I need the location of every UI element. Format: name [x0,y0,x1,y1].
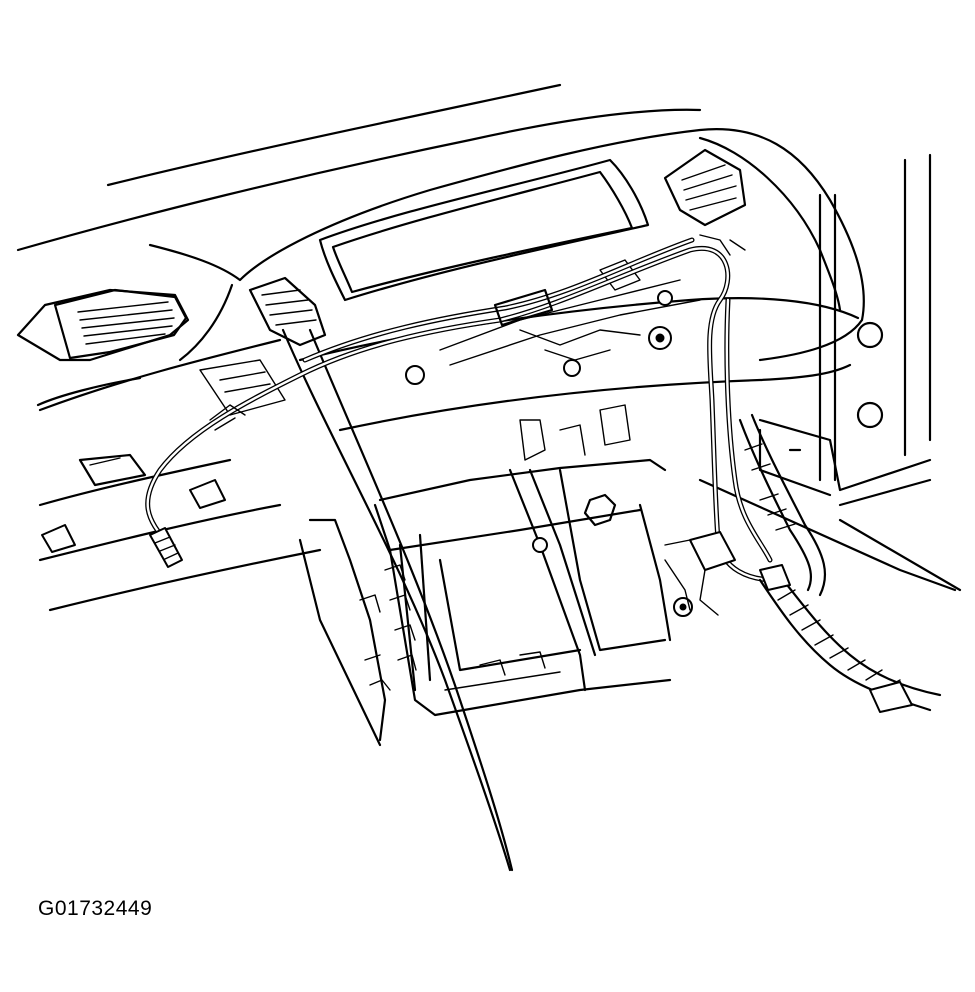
left-connector-leads [89,404,246,466]
windshield-edge [16,83,702,252]
dashboard-outline [16,128,865,432]
antenna-cable[interactable] [145,237,778,583]
display-opening [318,158,650,302]
console-bracket [359,404,672,717]
left-air-vent [53,288,188,360]
trim-panel [281,328,514,872]
right-side-panel [698,153,962,592]
upper-wire-harness [439,234,746,366]
mounting-bolts [405,290,693,617]
right-air-vent [663,148,747,227]
right-wire-harness[interactable] [664,297,942,713]
center-air-vent [248,276,327,347]
antenna-connector[interactable] [149,527,183,568]
figure-id-label: G01732449 [38,897,153,920]
lower-dash-shelf [38,359,322,612]
